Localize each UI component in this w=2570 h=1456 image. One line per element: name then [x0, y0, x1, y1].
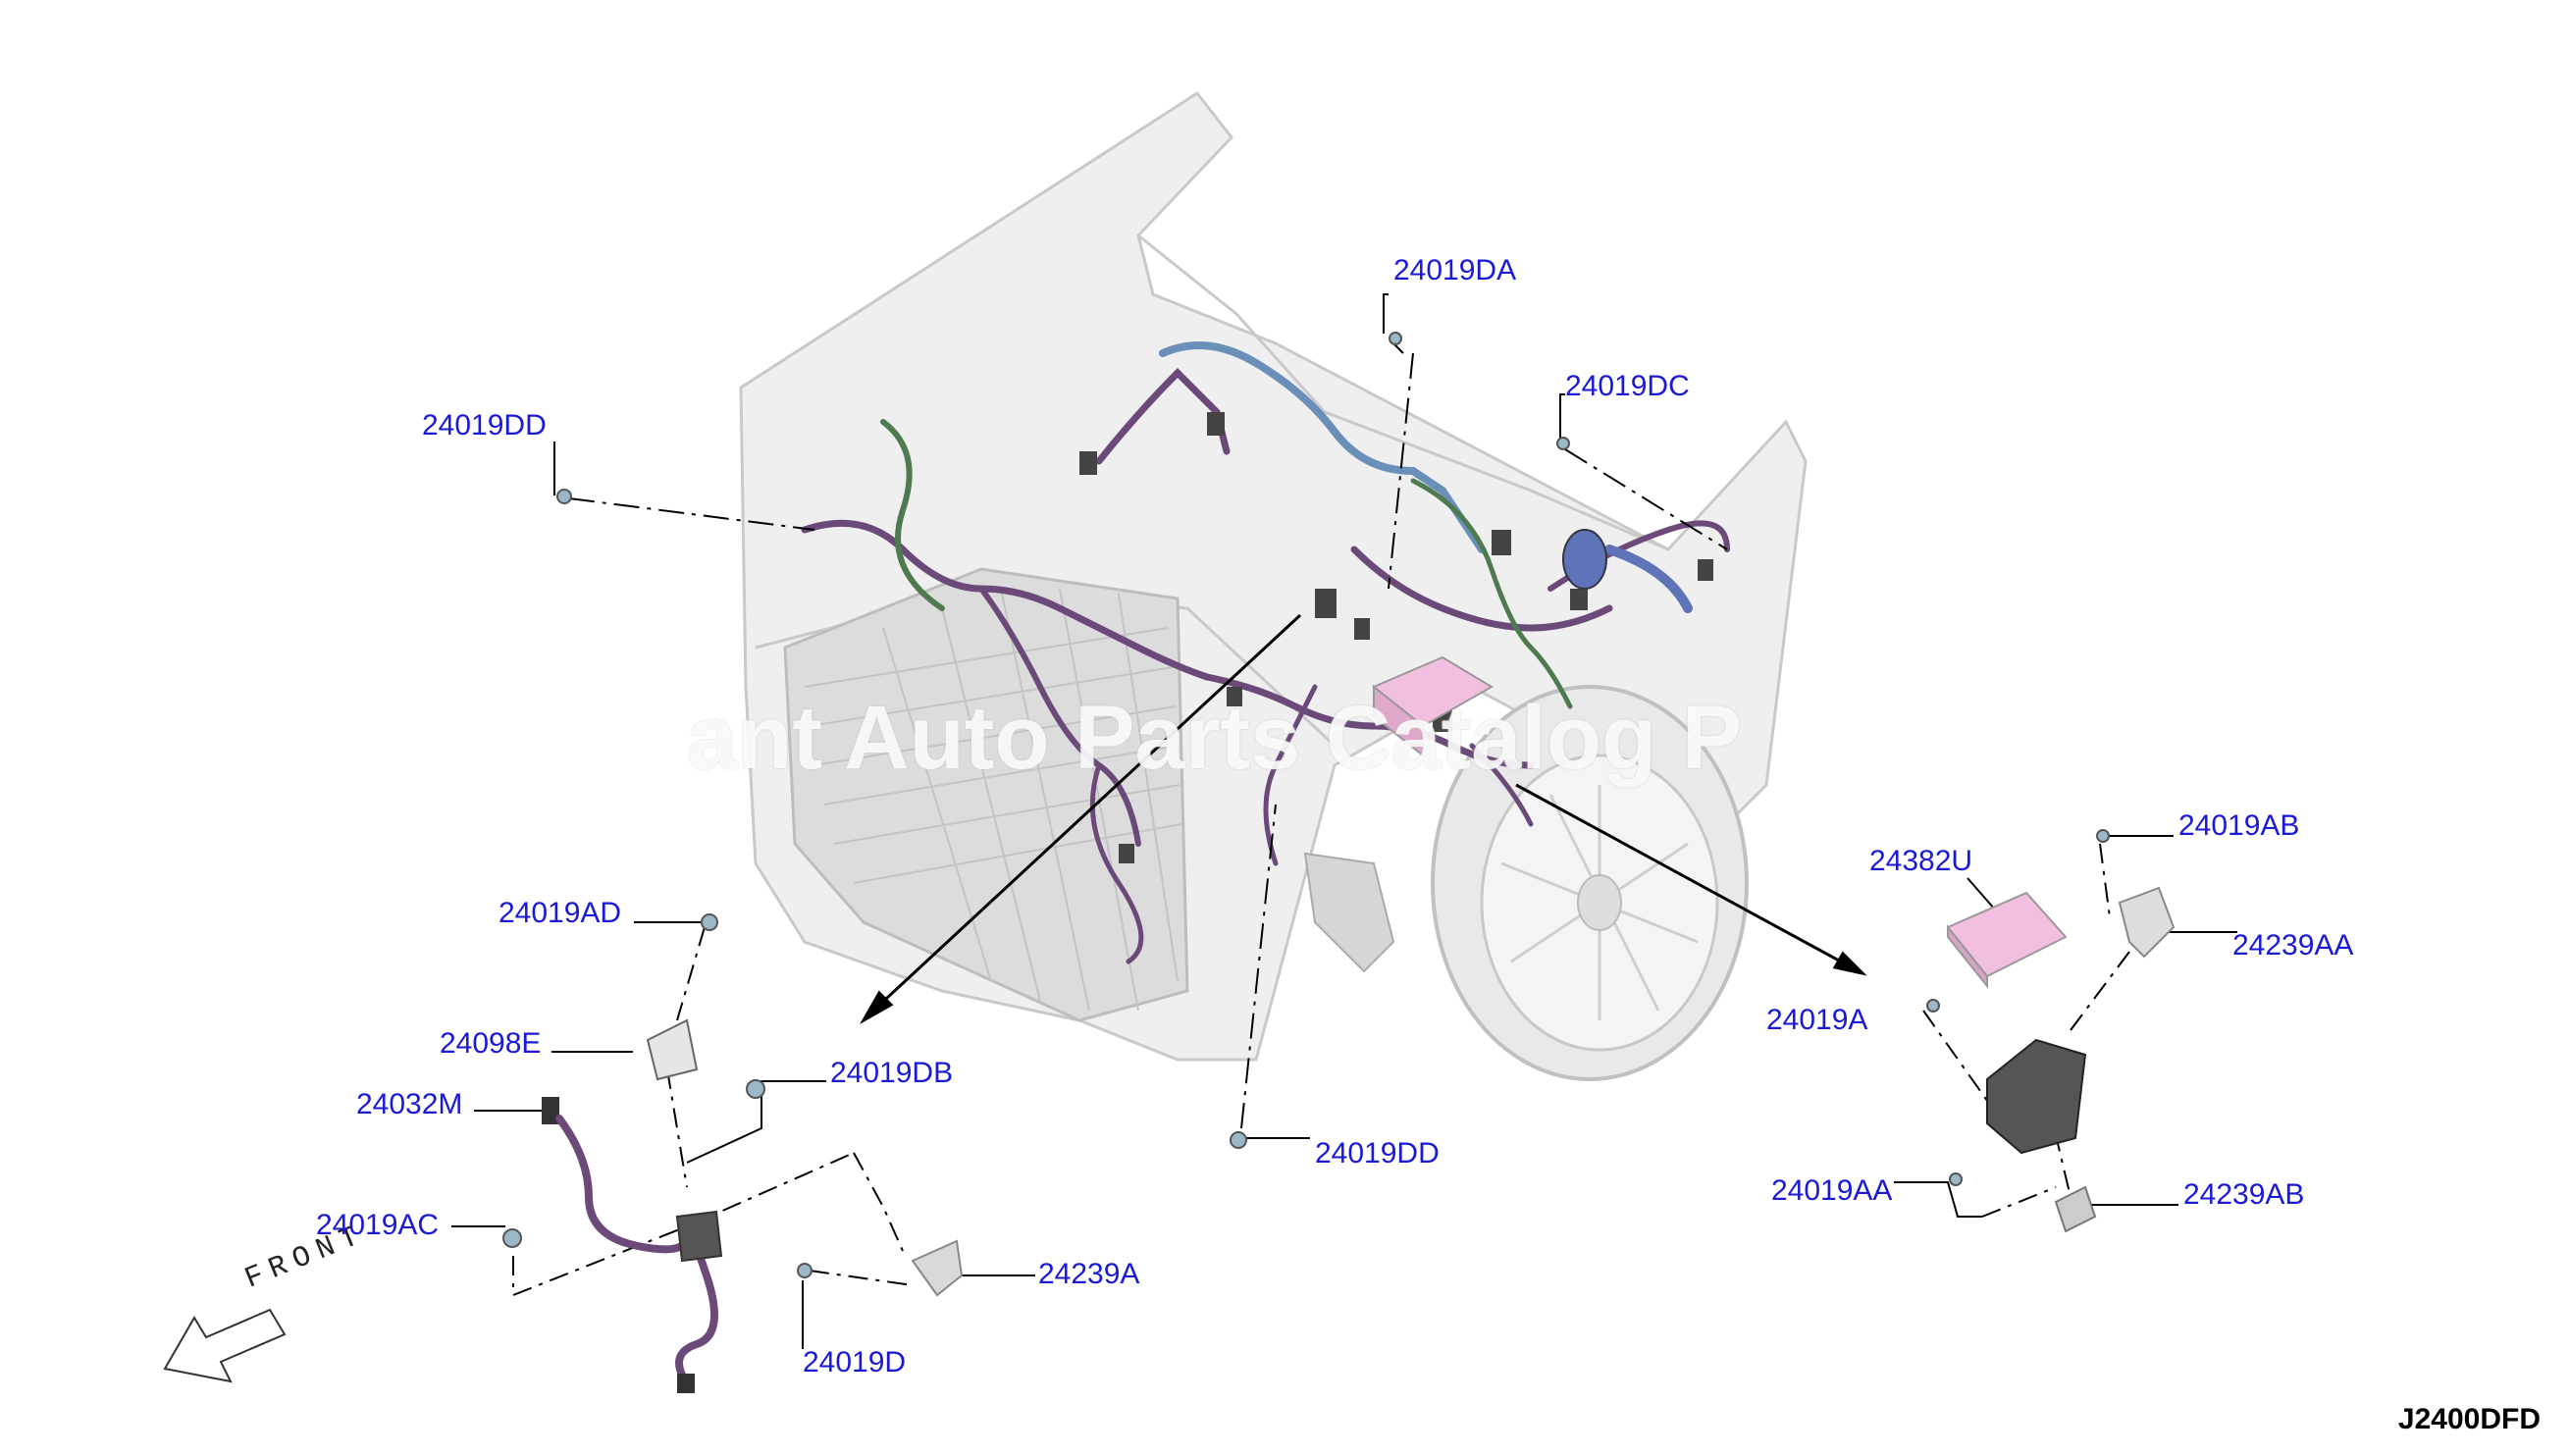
part-label-24019DB[interactable]: 24019DB	[830, 1057, 954, 1089]
part-label-24239AB[interactable]: 24239AB	[2183, 1178, 2305, 1211]
part-label-24019A[interactable]: 24019A	[1766, 1004, 1868, 1036]
part-label-24019AB[interactable]: 24019AB	[2178, 809, 2300, 842]
ipdm-assembly	[1946, 886, 2176, 1233]
part-label-24019DD-bottom[interactable]: 24019DD	[1315, 1137, 1440, 1170]
part-label-24019DA[interactable]: 24019DA	[1393, 254, 1517, 286]
part-label-24382U[interactable]: 24382U	[1869, 845, 1973, 877]
bolts	[502, 332, 2110, 1278]
harness-connectors	[1079, 412, 1713, 863]
front-grille	[783, 567, 1189, 1022]
engine-room-fuse-box	[1372, 655, 1494, 758]
watermark: ant Auto Parts Catalog P	[687, 688, 1743, 788]
part-label-24019D[interactable]: 24019D	[803, 1346, 907, 1378]
part-label-24098E[interactable]: 24098E	[440, 1027, 542, 1060]
arrows	[859, 613, 1867, 1025]
blue-component	[1562, 529, 1607, 590]
part-label-24239A[interactable]: 24239A	[1038, 1258, 1140, 1290]
part-label-24019AD[interactable]: 24019AD	[498, 897, 622, 929]
part-label-24019AA[interactable]: 24019AA	[1771, 1174, 1893, 1207]
part-label-24032M[interactable]: 24032M	[356, 1088, 463, 1120]
part-label-24019AC[interactable]: 24019AC	[316, 1209, 440, 1241]
diagram-code: J2400DFD	[2397, 1403, 2541, 1435]
fog-light-trim	[1303, 852, 1395, 973]
part-label-24019DD-top[interactable]: 24019DD	[422, 409, 547, 442]
front-arrow-icon	[163, 1308, 287, 1383]
part-label-24239AA[interactable]: 24239AA	[2232, 929, 2354, 962]
front-wheel	[1431, 685, 1749, 1081]
sub-harness-left	[542, 1018, 964, 1393]
part-label-24019DC[interactable]: 24019DC	[1565, 370, 1690, 402]
